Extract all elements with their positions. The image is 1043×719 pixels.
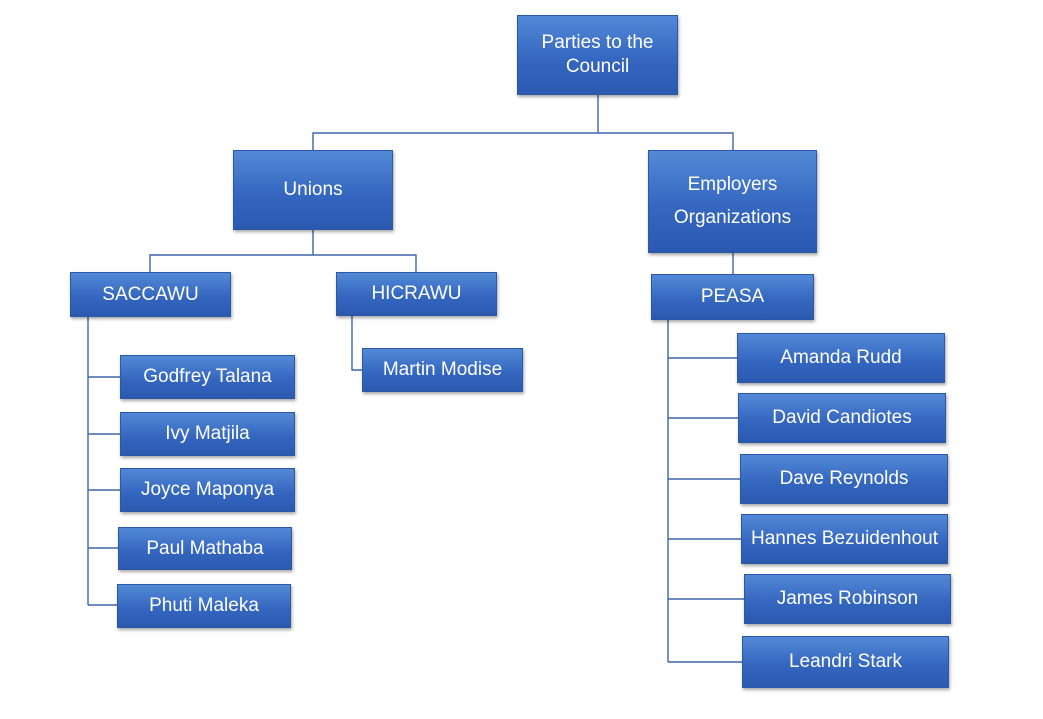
connector-root-branches: [312, 132, 734, 150]
hicrawu-node: HICRAWU: [336, 272, 497, 316]
peasa-node: PEASA: [651, 274, 814, 320]
member-node: James Robinson: [744, 574, 951, 624]
member-node: Godfrey Talana: [120, 355, 295, 399]
root-node: Parties to the Council: [517, 15, 678, 95]
saccawu-node: SACCAWU: [70, 272, 231, 317]
member-node: Joyce Maponya: [120, 468, 295, 512]
unions-node: Unions: [233, 150, 393, 230]
connector-unions-groups: [149, 254, 417, 272]
member-node: Martin Modise: [362, 348, 523, 392]
member-node: Phuti Maleka: [117, 584, 291, 628]
connector-hicrawu-member: [351, 316, 362, 371]
member-node: Amanda Rudd: [737, 333, 945, 383]
member-node: Leandri Stark: [742, 636, 949, 688]
member-node: Dave Reynolds: [740, 454, 948, 504]
member-node: Ivy Matjila: [120, 412, 295, 456]
member-node: Hannes Bezuidenhout: [741, 514, 948, 564]
member-node: Paul Mathaba: [118, 527, 292, 570]
employers-node: Employers Organizations: [648, 150, 817, 253]
member-node: David Candiotes: [738, 393, 946, 443]
